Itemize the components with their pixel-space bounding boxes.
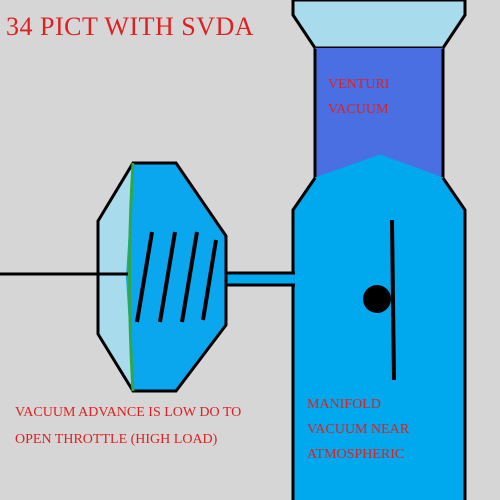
vacuum-hose-outline — [224, 271, 295, 287]
advance-note-line-2: OPEN THROTTLE (HIGH LOAD) — [15, 432, 218, 447]
manifold-label-line-1: MANIFOLD — [307, 397, 381, 412]
manifold-label-line-3: ATMOSPHERIC — [307, 447, 405, 462]
venturi-label-line-1: VENTURI — [328, 77, 390, 92]
manifold-outline — [291, 177, 467, 500]
venturi-label-line-2: VACUUM — [328, 102, 389, 117]
advance-canister-left — [98, 163, 133, 391]
vacuum-advance-note: VACUUM ADVANCE IS LOW DO TO OPEN THROTTL… — [15, 399, 241, 453]
diaphragm-spring — [135, 231, 218, 323]
venturi-section — [315, 48, 443, 178]
throttle-shaft — [363, 285, 391, 313]
venturi-lower-taper — [314, 154, 444, 179]
diagram-title: 34 PICT WITH SVDA — [6, 12, 255, 41]
venturi-vacuum-label: VENTURI VACUUM — [328, 72, 389, 122]
manifold-section — [230, 178, 465, 500]
throttle-plate — [390, 219, 396, 381]
vacuum-hose — [224, 273, 295, 285]
advance-canister-right — [126, 163, 226, 391]
carburetor-air-horn — [291, 0, 467, 50]
manifold-label-line-2: VACUUM NEAR — [307, 422, 410, 437]
advance-canister-outline — [96, 161, 228, 393]
advance-note-line-1: VACUUM ADVANCE IS LOW DO TO — [15, 405, 242, 420]
diaphragm — [128, 162, 135, 392]
venturi-upper-taper — [314, 47, 444, 67]
manifold-vacuum-label: MANIFOLD VACUUM NEAR ATMOSPHERIC — [307, 392, 409, 467]
